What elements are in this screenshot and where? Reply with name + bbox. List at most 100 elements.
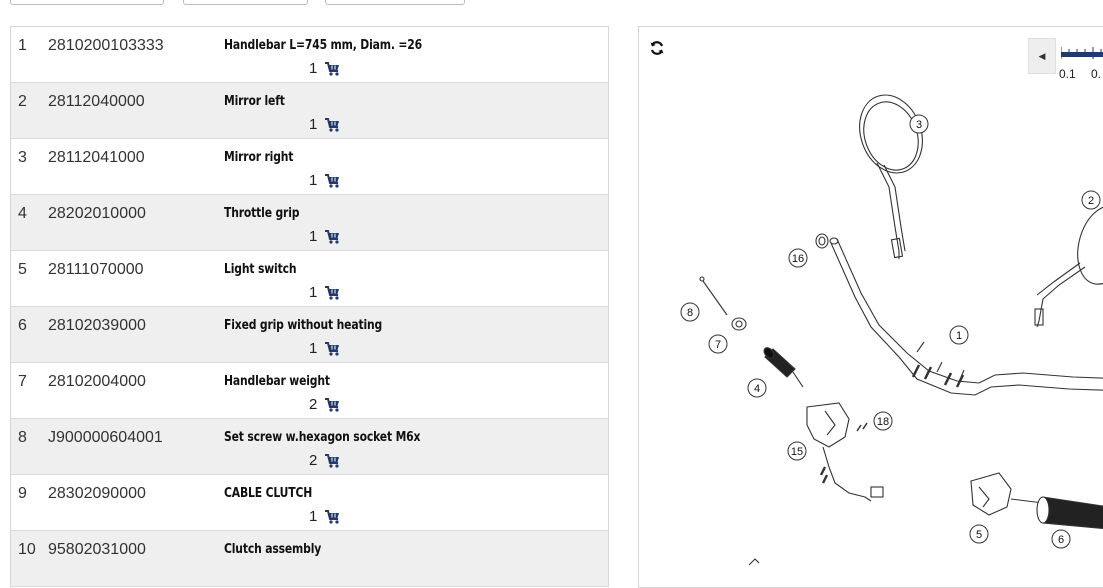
parts-list: 1 2810200103333 Handlebar L=745 mm, Diam. …	[10, 26, 609, 587]
callout-2[interactable]: 2	[1081, 190, 1101, 210]
part-quantity: 1	[309, 116, 318, 133]
part-quantity: 2	[309, 452, 318, 469]
add-to-cart-button[interactable]: 1	[309, 284, 340, 301]
parts-diagram: 1 2 3 4 5 6 7 8 15 16 18	[680, 94, 1103, 566]
part-description: CABLE CLUTCH	[224, 485, 313, 501]
part-number[interactable]: J900000604001	[48, 429, 163, 446]
callout-15[interactable]: 15	[787, 441, 807, 461]
callout-3[interactable]: 3	[909, 114, 929, 134]
callout-4[interactable]: 4	[747, 378, 767, 398]
part-position: 8	[18, 429, 27, 446]
parts-row[interactable]: 7 28102004000 Handlebar weight 2	[11, 363, 608, 419]
refresh-icon[interactable]	[649, 40, 665, 56]
zoom-prev-button[interactable]: ◀	[1028, 38, 1056, 74]
part-description: Mirror right	[224, 149, 294, 165]
part-quantity: 1	[309, 340, 318, 357]
top-button-3[interactable]	[325, 0, 465, 5]
parts-row[interactable]: 3 28112041000 Mirror right 1	[11, 139, 608, 195]
add-to-cart-button[interactable]: 1	[309, 60, 340, 77]
part-position: 10	[18, 541, 36, 558]
part-number[interactable]: 28302090000	[48, 485, 146, 502]
part-number[interactable]: 28111070000	[48, 261, 144, 278]
parts-row[interactable]: 1 2810200103333 Handlebar L=745 mm, Diam. …	[11, 27, 608, 83]
callout-label: 8	[687, 307, 693, 319]
part-number[interactable]: 28102004000	[48, 373, 146, 390]
parts-row[interactable]: 4 28202010000 Throttle grip 1	[11, 195, 608, 251]
callout-label: 3	[916, 119, 922, 131]
callout-8[interactable]: 8	[680, 302, 700, 322]
cart-icon	[325, 61, 340, 76]
part-position: 6	[18, 317, 27, 334]
callout-18[interactable]: 18	[873, 411, 893, 431]
scale-label-1: 0.1	[1059, 67, 1076, 81]
callout-label: 16	[792, 253, 804, 265]
top-button-2[interactable]	[183, 0, 308, 5]
exploded-view-panel[interactable]: ◀ 0.1 0.	[638, 26, 1103, 588]
parts-row[interactable]: 9 28302090000 CABLE CLUTCH 1	[11, 475, 608, 531]
callout-label: 5	[976, 529, 982, 541]
part-quantity: 1	[309, 508, 318, 525]
part-description: Set screw w.hexagon socket M6x	[224, 429, 421, 445]
part-description: Handlebar L=745 mm, Diam. =26	[224, 37, 422, 53]
callout-label: 2	[1088, 195, 1094, 207]
part-description: Light switch	[224, 261, 297, 277]
part-description: Mirror left	[224, 93, 285, 109]
add-to-cart-button[interactable]: 1	[309, 228, 340, 245]
callout-label: 6	[1058, 534, 1064, 546]
parts-row[interactable]: 5 28111070000 Light switch 1	[11, 251, 608, 307]
callout-7[interactable]: 7	[708, 334, 728, 354]
part-number[interactable]: 2810200103333	[48, 37, 164, 54]
cart-icon	[325, 285, 340, 300]
parts-row[interactable]: 10 95802031000 Clutch assembly	[11, 531, 608, 587]
callout-6[interactable]: 6	[1051, 529, 1071, 549]
add-to-cart-button[interactable]: 1	[309, 508, 340, 525]
part-position: 5	[18, 261, 27, 278]
part-position: 2	[18, 93, 27, 110]
part-number[interactable]: 28202010000	[48, 205, 146, 222]
add-to-cart-button[interactable]: 1	[309, 116, 340, 133]
scale-label-2: 0.	[1091, 67, 1102, 81]
cart-icon	[325, 117, 340, 132]
cart-icon	[325, 453, 340, 468]
callout-1[interactable]: 1	[949, 325, 969, 345]
part-position: 1	[18, 37, 27, 54]
add-to-cart-button[interactable]: 1	[309, 172, 340, 189]
part-position: 4	[18, 205, 27, 222]
part-position: 7	[18, 373, 27, 390]
callout-5[interactable]: 5	[969, 524, 989, 544]
add-to-cart-button[interactable]: 2	[309, 452, 340, 469]
cart-icon	[325, 509, 340, 524]
part-position: 9	[18, 485, 27, 502]
part-number[interactable]: 28112041000	[48, 149, 145, 166]
callout-label: 1	[956, 330, 962, 342]
callout-label: 7	[715, 339, 721, 351]
part-quantity: 1	[309, 60, 318, 77]
part-quantity: 1	[309, 172, 318, 189]
part-description: Clutch assembly	[224, 541, 322, 557]
add-to-cart-button[interactable]: 2	[309, 396, 340, 413]
part-position: 3	[18, 149, 27, 166]
callout-label: 4	[754, 383, 760, 395]
callout-label: 15	[791, 446, 803, 458]
part-description: Throttle grip	[224, 205, 300, 221]
callout-16[interactable]: 16	[788, 248, 808, 268]
parts-row[interactable]: 6 28102039000 Fixed grip without heating 1	[11, 307, 608, 363]
part-quantity: 2	[309, 396, 318, 413]
part-quantity: 1	[309, 284, 318, 301]
parts-row[interactable]: 8 J900000604001 Set screw w.hexagon socket…	[11, 419, 608, 475]
parts-row[interactable]: 2 28112040000 Mirror left 1	[11, 83, 608, 139]
part-quantity: 1	[309, 228, 318, 245]
cart-icon	[325, 341, 340, 356]
add-to-cart-button[interactable]: 1	[309, 340, 340, 357]
cart-icon	[325, 229, 340, 244]
top-button-1[interactable]	[10, 0, 164, 5]
cart-icon	[325, 397, 340, 412]
part-number[interactable]: 95802031000	[48, 541, 146, 558]
part-number[interactable]: 28112040000	[48, 93, 145, 110]
part-description: Handlebar weight	[224, 373, 330, 389]
callout-label: 18	[877, 416, 889, 428]
caret-left-icon: ◀	[1038, 50, 1046, 61]
part-number[interactable]: 28102039000	[48, 317, 146, 334]
zoom-scale-bar[interactable]	[1061, 45, 1103, 65]
part-description: Fixed grip without heating	[224, 317, 383, 333]
